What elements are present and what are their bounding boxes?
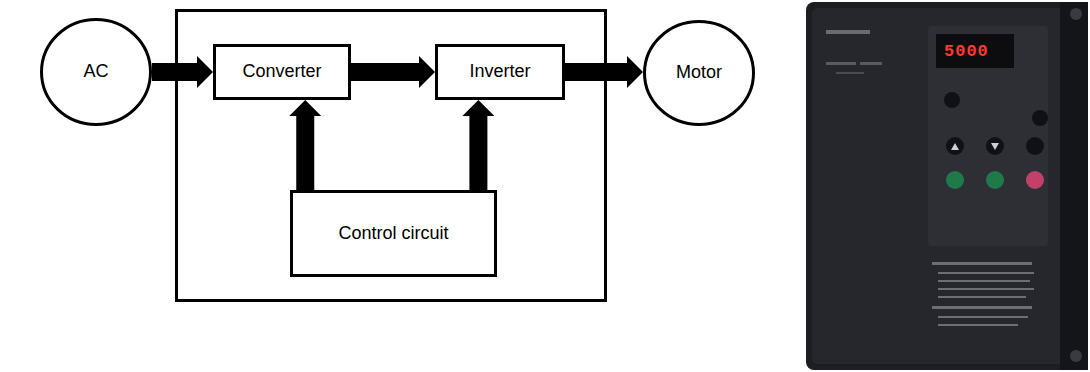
model-mark	[860, 62, 882, 65]
block-arrow	[351, 56, 435, 88]
keypad-panel	[928, 26, 1048, 246]
keypad-button	[944, 92, 960, 108]
inverter-photo	[806, 2, 1088, 370]
block-arrow	[565, 56, 643, 88]
arrow-icon	[951, 143, 999, 150]
terminal-circle: AC	[40, 18, 152, 126]
process-box: Inverter	[435, 44, 565, 100]
node-label: Converter	[242, 61, 321, 83]
circle-outline-shape	[645, 22, 754, 125]
model-mark	[826, 62, 856, 65]
model-mark	[836, 72, 864, 74]
block-arrow	[152, 56, 213, 88]
run-button	[946, 171, 964, 189]
device-side	[1060, 2, 1088, 370]
device-face	[812, 8, 1082, 364]
keypad-button	[1026, 137, 1044, 155]
process-box: Converter	[213, 44, 351, 100]
block-arrow	[462, 100, 494, 190]
device-body	[806, 2, 1088, 370]
mount-hole	[1070, 350, 1082, 362]
drive-enclosure	[177, 11, 606, 301]
display-readout: 5000	[944, 43, 989, 60]
keypad-button	[1032, 110, 1048, 126]
node-label: Control circuit	[338, 223, 448, 245]
process-box: Control circuit	[290, 190, 497, 277]
terminal-circle: Motor	[643, 20, 755, 126]
circle-outline-shape	[42, 20, 151, 125]
block-arrow	[289, 100, 321, 190]
warning-text-marks	[932, 262, 1034, 326]
logo-mark	[826, 30, 870, 34]
display-window	[936, 34, 1014, 68]
node-label: Motor	[676, 62, 722, 84]
stop-button	[1026, 171, 1044, 189]
node-label: Inverter	[469, 61, 530, 83]
node-label: AC	[83, 61, 108, 83]
run-button	[986, 171, 1004, 189]
mount-hole	[1070, 8, 1082, 20]
